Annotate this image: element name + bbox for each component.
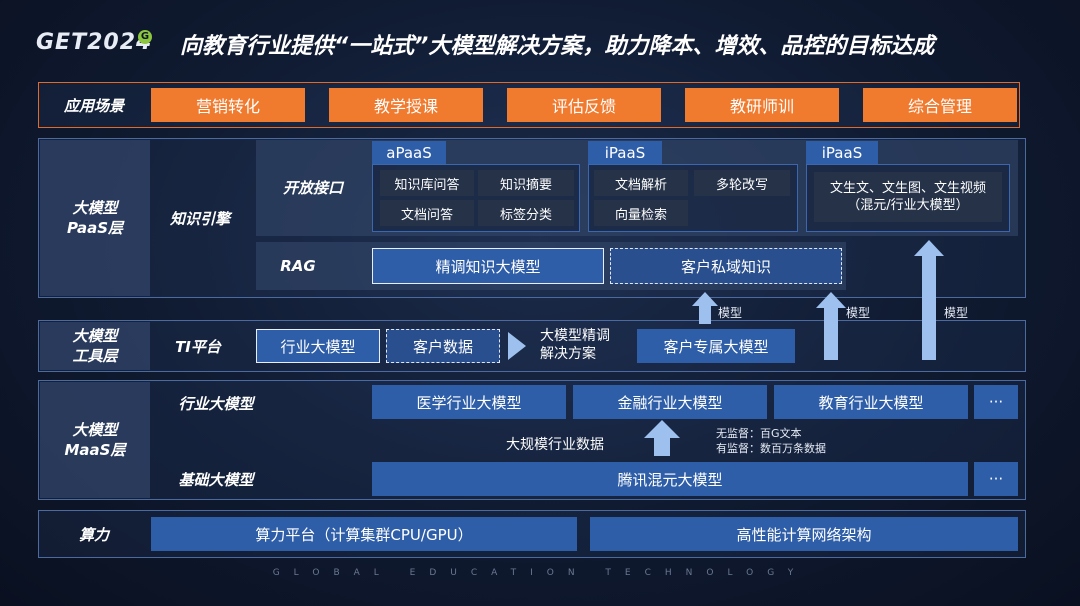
up-arrow-icon: [692, 292, 718, 324]
tools-layer-row: [38, 320, 1026, 372]
apaas-item: 标签分类: [478, 200, 574, 226]
arrow-label: 模型: [944, 306, 969, 320]
industry-model-finance: 金融行业大模型: [573, 385, 767, 419]
scenario-evaluation: 评估反馈: [507, 88, 661, 122]
industry-data-label: 大规模行业数据: [506, 437, 604, 453]
industry-model-more: ···: [974, 385, 1018, 419]
ipaas-generation-text: 文生文、文生图、文生视频 （混元/行业大模型）: [814, 172, 1002, 222]
ipaas-title: iPaaS: [588, 141, 662, 164]
scenario-marketing: 营销转化: [151, 88, 305, 122]
industry-model-education: 教育行业大模型: [774, 385, 968, 419]
base-model-more: ···: [974, 462, 1018, 496]
footer-text: GLOBAL EDUCATION TECHNOLOGY: [272, 568, 808, 578]
up-arrow-icon: [816, 292, 846, 360]
base-model-label: 基础大模型: [178, 470, 254, 489]
ipaas-item: 多轮改写: [694, 170, 790, 196]
tool-industry-model: 行业大模型: [256, 329, 380, 363]
up-arrow-icon: [914, 240, 944, 360]
maas-layer-label: 大模型 MaaS层: [40, 382, 150, 498]
up-arrow-icon: [644, 420, 680, 456]
hunyuan-base-model: 腾讯混元大模型: [372, 462, 968, 496]
scenario-management: 综合管理: [863, 88, 1017, 122]
scenario-teacher-training: 教研师训: [685, 88, 839, 122]
finetune-solution-label: 大模型精调 解决方案: [540, 328, 610, 362]
tools-layer-label: 大模型 工具层: [40, 322, 150, 370]
arrow-label: 模型: [846, 306, 871, 320]
compute-platform: 算力平台（计算集群CPU/GPU）: [151, 517, 577, 551]
arrow-label: 模型: [718, 306, 743, 320]
slide-title: 向教育行业提供“一站式”大模型解决方案，助力降本、增效、品控的目标达成: [180, 34, 935, 59]
scenario-teaching: 教学授课: [329, 88, 483, 122]
open-api-label: 开放接口: [282, 178, 343, 197]
rag-finetuned-model: 精调知识大模型: [372, 248, 604, 284]
play-arrow-icon: [508, 332, 526, 360]
paas-layer-label: 大模型 PaaS层: [40, 140, 150, 296]
rag-label: RAG: [280, 257, 316, 275]
knowledge-engine-label: 知识引擎: [169, 209, 230, 228]
hpc-network: 高性能计算网络架构: [590, 517, 1018, 551]
ti-platform-label: TI平台: [175, 337, 221, 356]
ipaas-item: 向量检索: [594, 200, 688, 226]
apaas-item: 知识库问答: [380, 170, 474, 196]
get2024-logo: GET2024: [36, 30, 153, 55]
industry-model-medical: 医学行业大模型: [372, 385, 566, 419]
rag-private-knowledge: 客户私域知识: [610, 248, 842, 284]
industry-model-label: 行业大模型: [178, 394, 254, 413]
app-scenarios-label: 应用场景: [63, 96, 124, 115]
tool-customer-data: 客户数据: [386, 329, 500, 363]
apaas-item: 文档问答: [380, 200, 474, 226]
ipaas-generation-title: iPaaS: [806, 141, 878, 164]
compute-label: 算力: [78, 525, 109, 544]
customer-exclusive-model: 客户专属大模型: [637, 329, 795, 363]
apaas-title: aPaaS: [372, 141, 446, 164]
industry-data-note: 无监督：百G文本 有监督：数百万条数据: [716, 427, 826, 455]
logo-badge-icon: G: [138, 30, 152, 44]
ipaas-item: 文档解析: [594, 170, 688, 196]
apaas-item: 知识摘要: [478, 170, 574, 196]
